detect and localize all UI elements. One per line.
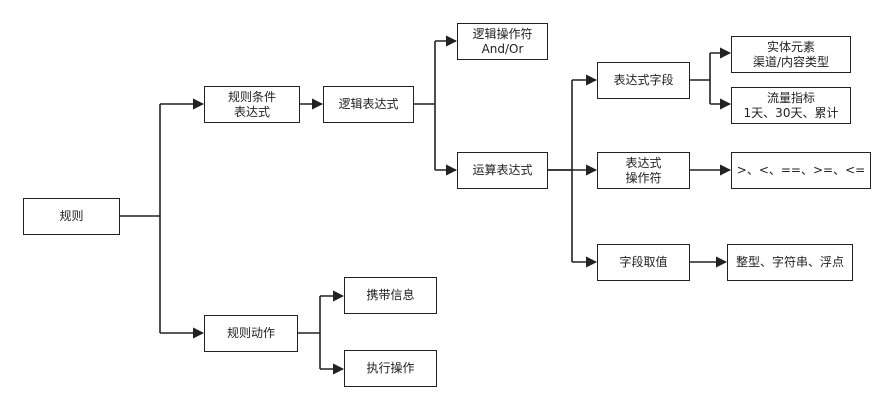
edge-logic-trunk [414, 41, 436, 170]
edge-field-trunk [690, 53, 711, 104]
node-arith-expression: 运算表达式 [457, 152, 548, 189]
node-operator-list-label: >、<、==、>=、<= [736, 163, 866, 177]
node-expression-operator-line2: 操作符 [625, 170, 662, 185]
node-rule-action-label: 规则动作 [226, 326, 275, 340]
edge-rule-trunk [120, 104, 161, 333]
node-rule-condition-expression: 规则条件 表达式 [204, 86, 300, 123]
node-expression-field: 表达式字段 [597, 62, 690, 99]
node-logic-expression-label: 逻辑表达式 [338, 97, 399, 111]
node-rule-condition-expression-line1: 规则条件 [227, 89, 276, 104]
node-logic-operator-line1: 逻辑操作符 [472, 26, 533, 41]
node-carry-info-label: 携带信息 [366, 288, 415, 302]
node-logic-operator-line2: And/Or [481, 41, 524, 56]
node-entity-element-line1: 实体元素 [766, 39, 815, 54]
node-carry-info: 携带信息 [344, 277, 437, 314]
node-traffic-metric-line2: 1天、30天、累计 [743, 105, 839, 120]
node-entity-element-line2: 渠道/内容类型 [752, 54, 830, 69]
node-rule-label: 规则 [59, 209, 84, 223]
node-traffic-metric: 流量指标 1天、30天、累计 [731, 87, 851, 124]
node-rule-condition-expression-line2: 表达式 [233, 104, 270, 119]
node-rule-action: 规则动作 [204, 315, 298, 352]
node-operator-list: >、<、==、>=、<= [731, 152, 871, 189]
node-execute-action: 执行操作 [344, 350, 437, 387]
node-arith-expression-label: 运算表达式 [472, 163, 533, 177]
edge-action-trunk [298, 296, 321, 369]
node-value-types: 整型、字符串、浮点 [727, 244, 853, 281]
node-field-value-label: 字段取值 [619, 255, 668, 269]
node-traffic-metric-line1: 流量指标 [766, 90, 815, 105]
node-field-value: 字段取值 [597, 244, 690, 281]
node-execute-action-label: 执行操作 [366, 361, 415, 375]
node-entity-element: 实体元素 渠道/内容类型 [731, 36, 851, 73]
node-rule: 规则 [23, 198, 120, 235]
node-logic-operator: 逻辑操作符 And/Or [457, 23, 548, 60]
node-expression-operator-line1: 表达式 [625, 155, 662, 170]
node-logic-expression: 逻辑表达式 [323, 86, 414, 123]
node-expression-operator: 表达式 操作符 [597, 152, 690, 189]
edge-arith-trunk [548, 80, 573, 262]
node-value-types-label: 整型、字符串、浮点 [735, 255, 844, 269]
node-expression-field-label: 表达式字段 [613, 73, 674, 87]
